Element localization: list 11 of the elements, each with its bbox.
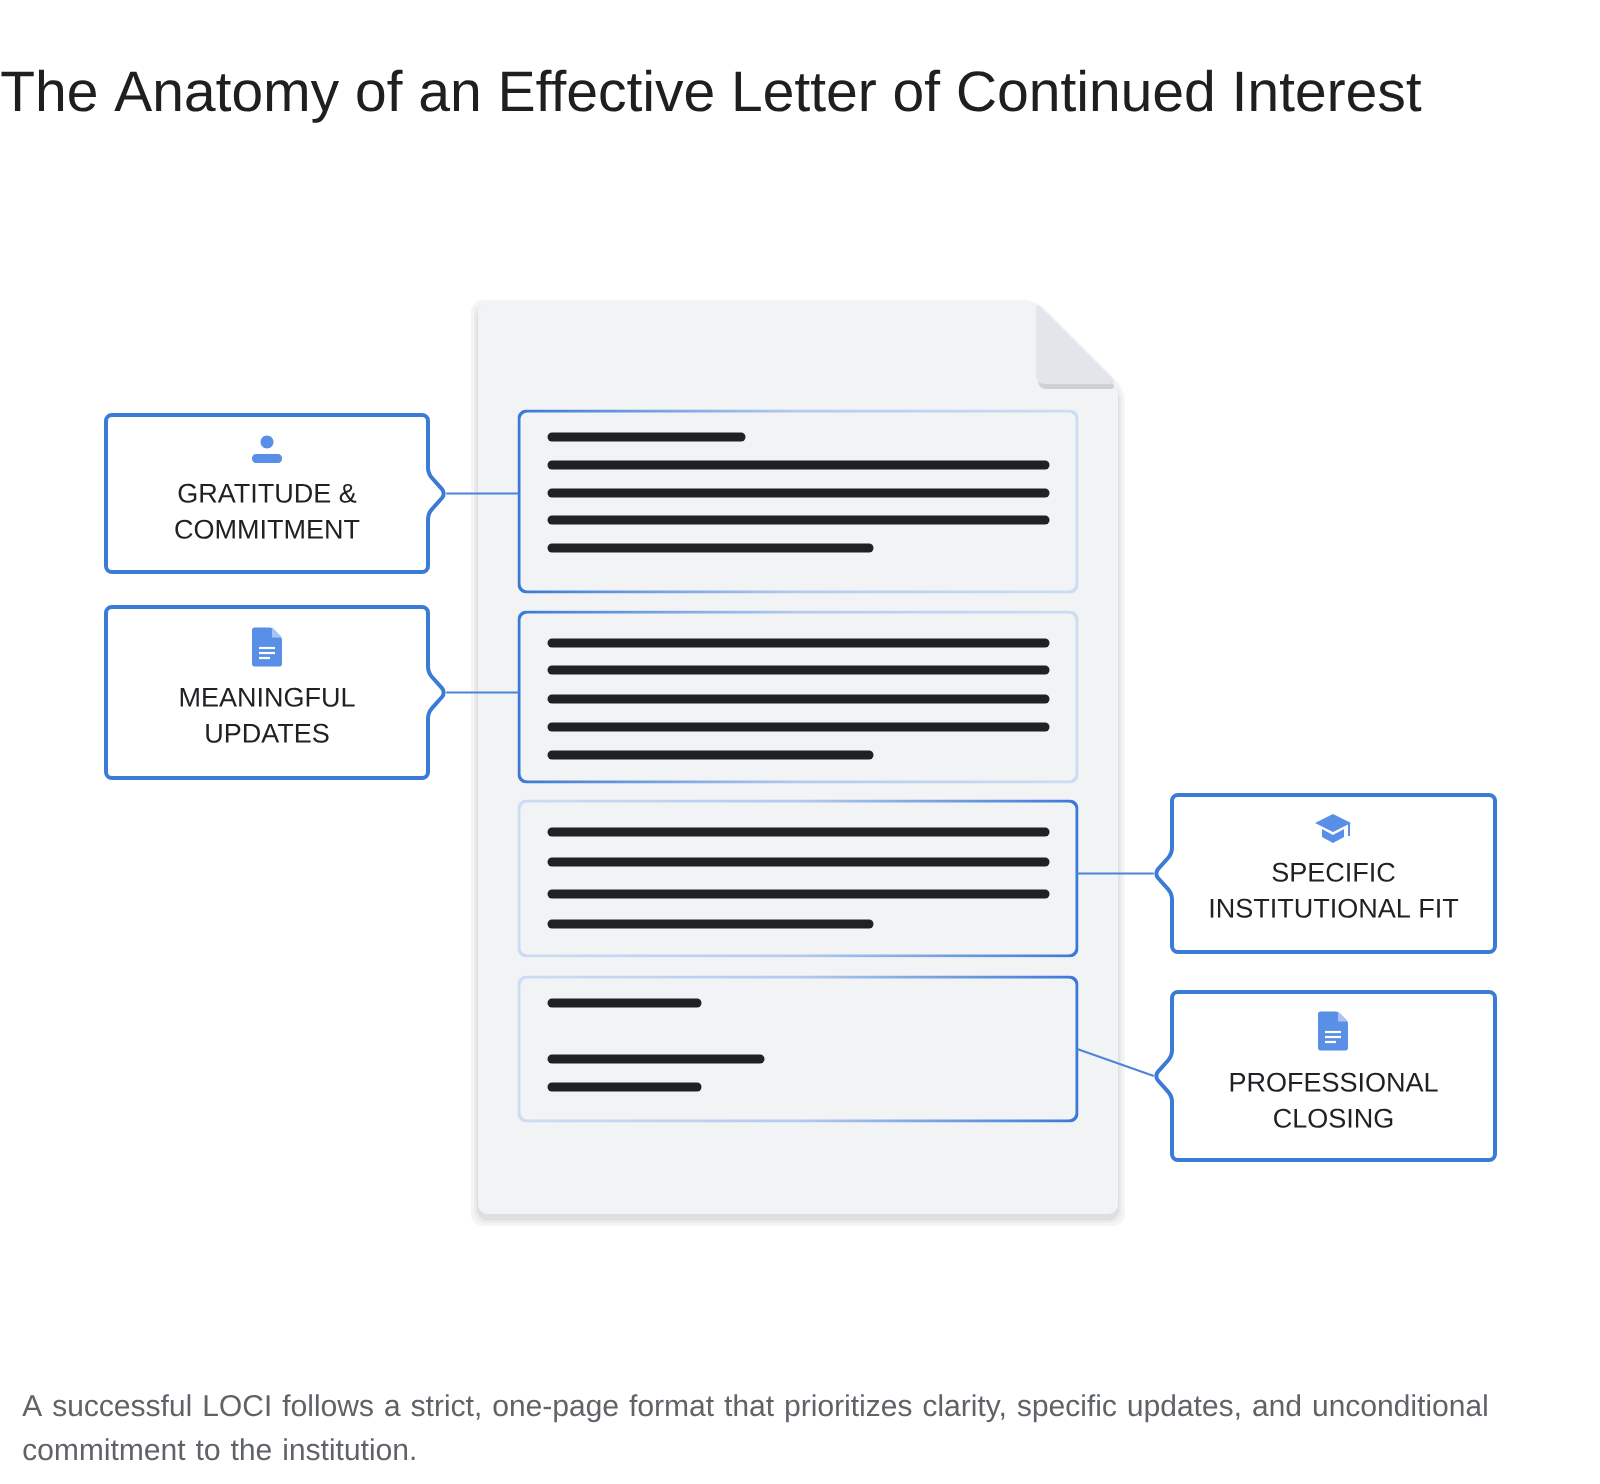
- caption: A successful LOCI follows a strict, one-page format that prioritizes clarity, specific updates, and unconditional commitment to the institution.: [22, 1394, 1487, 1461]
- connector-line: [1076, 1048, 1155, 1077]
- section-box: [520, 978, 1076, 1120]
- connector-line: [1076, 872, 1155, 875]
- callout-box: SPECIFIC INSTITUTIONAL FIT: [1154, 793, 1497, 954]
- connector-line: [445, 691, 520, 694]
- connector-line: [445, 492, 520, 495]
- title: The Anatomy of an Effective Letter of Continued Interest: [1, 69, 1422, 123]
- callout-box: PROFESSIONAL CLOSING: [1154, 990, 1497, 1162]
- callout-box: GRATITUDE & COMMITMENT: [104, 413, 446, 574]
- callout-box: MEANINGFUL UPDATES: [104, 605, 446, 780]
